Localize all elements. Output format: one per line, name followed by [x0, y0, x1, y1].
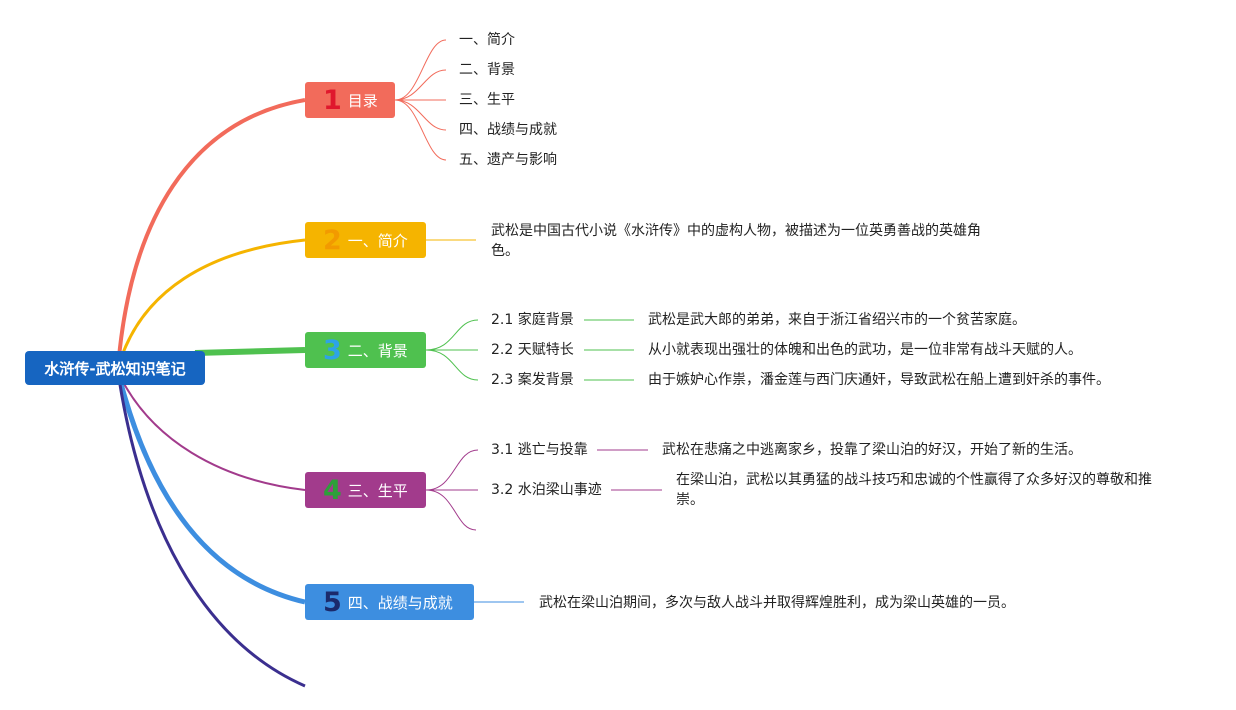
number-badge-2: 2 [323, 224, 342, 256]
subtopic-label[interactable]: 3.2 水泊梁山事迹 [491, 482, 602, 498]
branch-line-2 [116, 238, 306, 369]
root-node[interactable]: 水浒传-武松知识笔记 [25, 351, 205, 385]
branch3-fan [425, 319, 634, 381]
subtopic-label[interactable]: 2.1 家庭背景 [491, 312, 574, 328]
branch-line-5 [115, 371, 306, 605]
branch-node-1[interactable]: 1 目录 [305, 82, 395, 118]
branch-line-6 [116, 371, 306, 688]
number-badge-1: 1 [323, 84, 342, 116]
branch-label-3: 二、背景 [347, 341, 408, 360]
subtopic-detail: 武松是武大郎的弟弟，来自于浙江省绍兴市的一个贫苦家庭。 [648, 312, 1026, 328]
branch-node-2[interactable]: 2 一、简介 [305, 222, 426, 258]
branch-label-2: 一、简介 [347, 231, 408, 250]
number-badge-5: 5 [323, 586, 342, 618]
subtopic-detail: 武松在悲痛之中逃离家乡，投靠了梁山泊的好汉，开始了新的生活。 [662, 442, 1082, 458]
toc-item[interactable]: 二、背景 [459, 62, 515, 78]
subtopic-detail: 由于嫉妒心作祟，潘金莲与西门庆通奸，导致武松在船上遭到奸杀的事件。 [648, 372, 1110, 388]
branch-node-4[interactable]: 4 三、生平 [305, 472, 426, 508]
branch4-fan [425, 449, 662, 531]
branch-node-5[interactable]: 5 四、战绩与成就 [305, 584, 474, 620]
subtopic-detail: 在梁山泊，武松以其勇猛的战斗技巧和忠诚的个性赢得了众多好汉的尊敬和推崇。 [676, 472, 1152, 508]
toc-item[interactable]: 四、战绩与成就 [459, 122, 557, 138]
branch-label-1: 目录 [347, 91, 378, 110]
branch-node-3[interactable]: 3 二、背景 [305, 332, 426, 368]
branch1-fan [394, 39, 447, 161]
subtopic-detail: 从小就表现出强壮的体魄和出色的武功，是一位非常有战斗天赋的人。 [648, 342, 1082, 358]
branch-line-4 [117, 371, 306, 491]
number-badge-4: 4 [323, 474, 342, 506]
number-badge-3: 3 [323, 334, 342, 366]
toc-item[interactable]: 一、简介 [459, 32, 515, 48]
achievement-detail: 武松在梁山泊期间，多次与敌人战斗并取得辉煌胜利，成为梁山英雄的一员。 [539, 595, 1015, 611]
intro-detail: 武松是中国古代小说《水浒传》中的虚构人物，被描述为一位英勇善战的英雄角色。 [491, 223, 981, 259]
branch-line-3 [194, 347, 306, 356]
branch-label-5: 四、战绩与成就 [347, 593, 453, 612]
branch-line-1 [116, 98, 306, 369]
subtopic-label[interactable]: 3.1 逃亡与投靠 [491, 442, 588, 458]
subtopic-label[interactable]: 2.2 天赋特长 [491, 342, 574, 358]
toc-item[interactable]: 五、遗产与影响 [459, 152, 557, 168]
subtopic-label[interactable]: 2.3 案发背景 [491, 372, 574, 388]
toc-item[interactable]: 三、生平 [459, 92, 515, 108]
branch-label-4: 三、生平 [347, 481, 408, 500]
